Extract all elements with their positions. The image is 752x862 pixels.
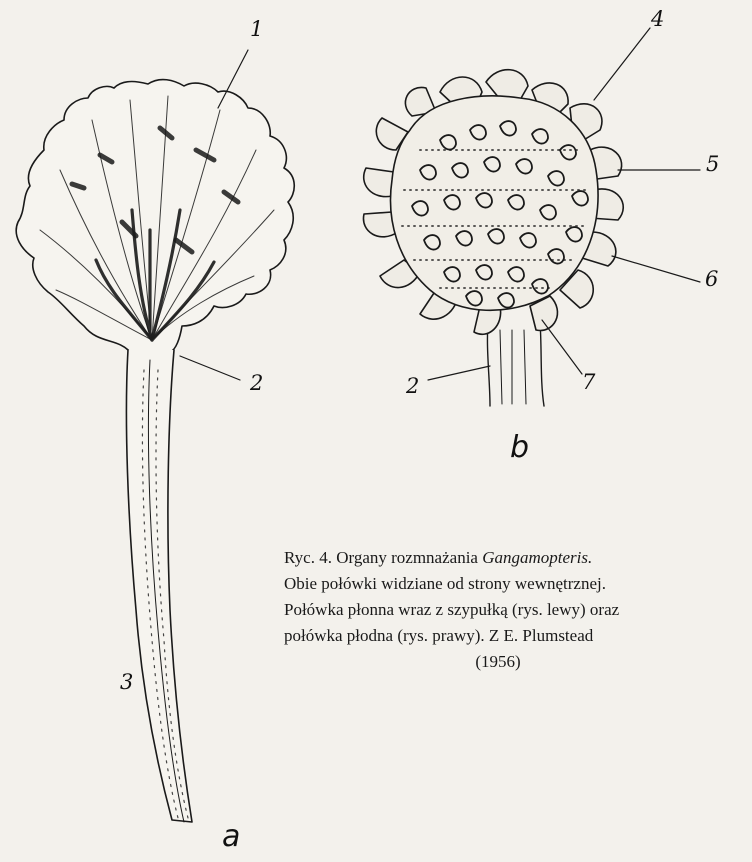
label-4: 4 <box>651 9 664 30</box>
leader-7 <box>542 320 582 374</box>
caption-line-5: (1956) <box>284 649 752 675</box>
fertile-half-drawing <box>363 28 700 406</box>
genus-name: Gangamopteris. <box>482 548 592 567</box>
sterile-half-drawing <box>16 50 294 822</box>
leader-2a <box>180 356 240 380</box>
caption-line-4: połówka płodna (rys. prawy). Z E. Plumst… <box>284 623 752 649</box>
label-2-right: 2 <box>406 376 419 397</box>
fertile-stalk <box>487 322 544 406</box>
panel-label-a: a <box>222 822 240 852</box>
sterile-half-blade <box>16 80 294 354</box>
fertile-head <box>391 96 598 310</box>
leader-2b <box>428 366 490 380</box>
caption-line-3: Połówka płonna wraz z szypułką (rys. lew… <box>284 597 752 623</box>
figure-caption: Ryc. 4. Organy rozmnażania Gangamopteris… <box>284 545 752 675</box>
caption-line-2: Obie połówki widziane od strony wewnętrz… <box>284 571 752 597</box>
leader-4 <box>594 28 650 100</box>
label-5: 5 <box>706 154 719 175</box>
label-2-left: 2 <box>250 373 263 394</box>
label-3: 3 <box>120 672 133 693</box>
caption-line-1: Ryc. 4. Organy rozmnażania Gangamopteris… <box>284 545 752 571</box>
label-7: 7 <box>582 372 595 393</box>
stalk <box>126 350 192 822</box>
leader-6 <box>612 256 700 282</box>
panel-label-b: b <box>510 433 529 463</box>
label-6: 6 <box>705 269 718 290</box>
label-1: 1 <box>250 19 263 40</box>
